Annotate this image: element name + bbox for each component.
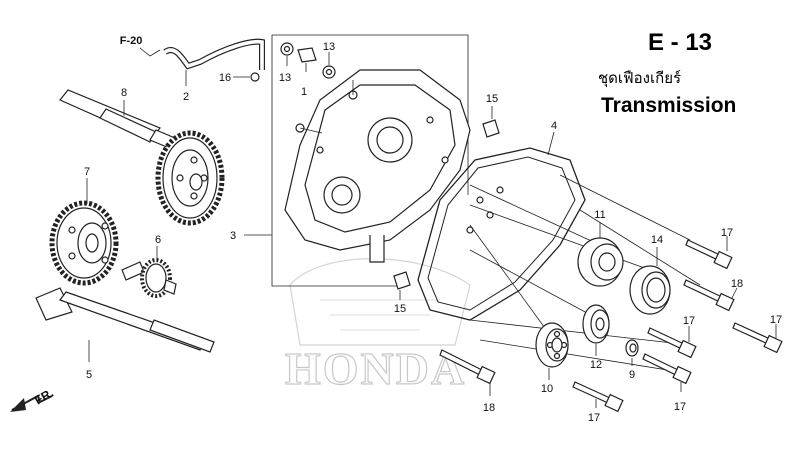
callout-5: 5 (86, 369, 92, 381)
callout-17-right: 17 (770, 314, 782, 326)
callout-17-bottom: 17 (588, 412, 600, 424)
callout-17-upper: 17 (721, 227, 733, 239)
callout-4: 4 (551, 120, 557, 132)
dowel-pin-lower (393, 271, 411, 290)
washer-9 (625, 339, 639, 357)
callout-2: 2 (183, 91, 189, 103)
bearing-11 (577, 237, 624, 287)
bolt-17-bottom (572, 381, 624, 413)
callout-8: 8 (121, 87, 127, 99)
callout-6: 6 (155, 234, 161, 246)
gear-6 (121, 258, 177, 298)
callout-13-right: 13 (323, 41, 335, 53)
watermark-text: HONDA (285, 343, 466, 394)
callout-17-lower-right: 17 (674, 401, 686, 413)
gear-7 (49, 200, 119, 286)
transmission-case (284, 69, 471, 263)
callout-15-lower: 15 (394, 303, 406, 315)
front-direction-indicator: FR. (10, 386, 56, 412)
thai-title: ชุดเฟืองเกียร์ (598, 69, 681, 88)
bolt-17-middle (647, 327, 697, 359)
hose-clip (250, 72, 260, 82)
callout-15-upper: 15 (486, 93, 498, 105)
dowel-pin-upper (482, 119, 500, 138)
reference-arrow (139, 47, 161, 57)
bearing-10 (535, 322, 569, 368)
bolt-17-right (732, 322, 783, 354)
callout-18-right: 18 (731, 278, 743, 290)
case-gasket (417, 147, 586, 321)
bearing-12 (582, 304, 610, 344)
callout-9: 9 (629, 369, 635, 381)
bolt-18-bottom (439, 349, 496, 385)
bolt-18-right (683, 279, 735, 312)
callout-13-left: 13 (279, 72, 291, 84)
front-label: FR. (32, 386, 56, 408)
callout-7: 7 (84, 166, 90, 178)
honda-watermark: HONDA (284, 258, 471, 395)
callout-17-middle: 17 (683, 315, 695, 327)
callout-1: 1 (301, 86, 307, 98)
oil-seal-14 (629, 265, 671, 315)
drive-shaft-5 (35, 287, 215, 353)
callout-12: 12 (590, 359, 602, 371)
arrow-icon (10, 398, 26, 412)
callout-10: 10 (541, 383, 553, 395)
callout-18-bottom: 18 (483, 402, 495, 414)
bushing (297, 47, 317, 63)
callout-14: 14 (651, 234, 663, 246)
callout-3: 3 (230, 230, 236, 242)
english-title: Transmission (601, 94, 736, 117)
bolt-17-upper (685, 239, 733, 270)
callout-16: 16 (219, 72, 231, 84)
callout-11: 11 (594, 209, 605, 221)
final-shaft-8 (59, 89, 225, 226)
reference-label: F-20 (120, 35, 143, 47)
bolt-17-lower-right (642, 353, 692, 385)
section-code: E - 13 (648, 29, 712, 56)
